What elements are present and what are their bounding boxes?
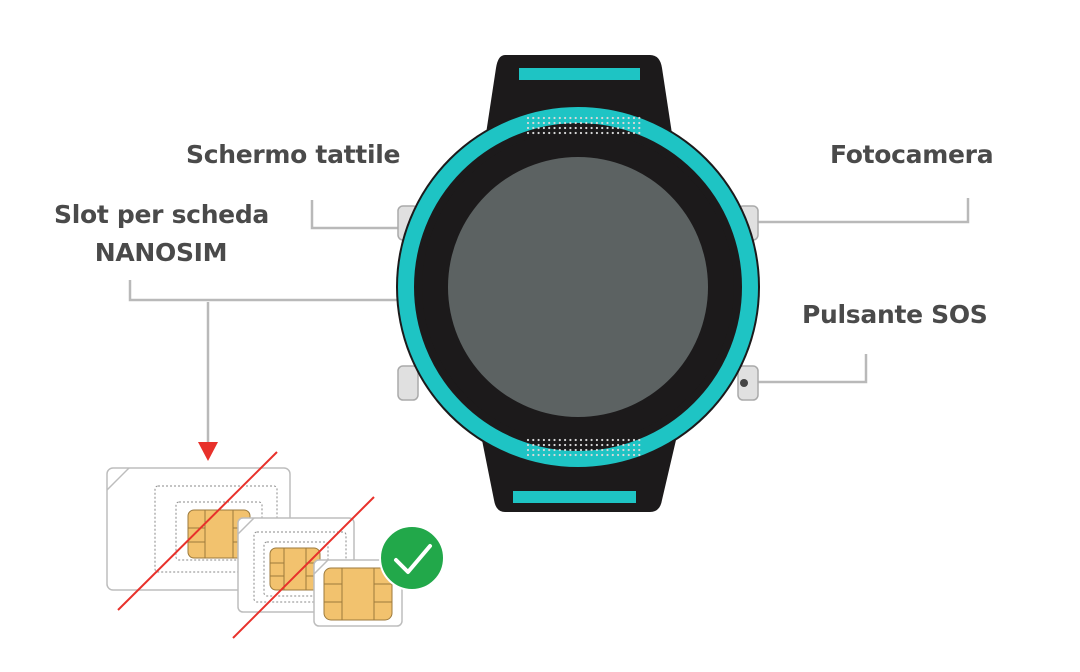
touch-screen (448, 157, 708, 417)
strike-line (232, 496, 375, 639)
label-sos-button: Pulsante SOS (802, 300, 988, 329)
check-icon (379, 525, 445, 591)
left-lower-button (397, 365, 419, 401)
label-sim-slot-line1: Slot per scheda (54, 200, 270, 229)
callout-line-camera (752, 198, 970, 224)
speaker-grille-bottom (526, 438, 641, 457)
strike-line (117, 451, 278, 611)
sim-card-nano (313, 559, 403, 627)
arrow-down-icon (198, 442, 218, 461)
label-sim-slot-line2: NANOSIM (94, 238, 228, 267)
watch-case (396, 105, 760, 469)
label-sim-slot: Slot per scheda NANOSIM (54, 196, 270, 272)
label-touch-screen: Schermo tattile (186, 140, 401, 169)
callout-line-sim-slot (128, 280, 400, 302)
callout-line-sos (744, 354, 868, 384)
label-camera: Fotocamera (830, 140, 994, 169)
speaker-grille-top (526, 116, 641, 135)
